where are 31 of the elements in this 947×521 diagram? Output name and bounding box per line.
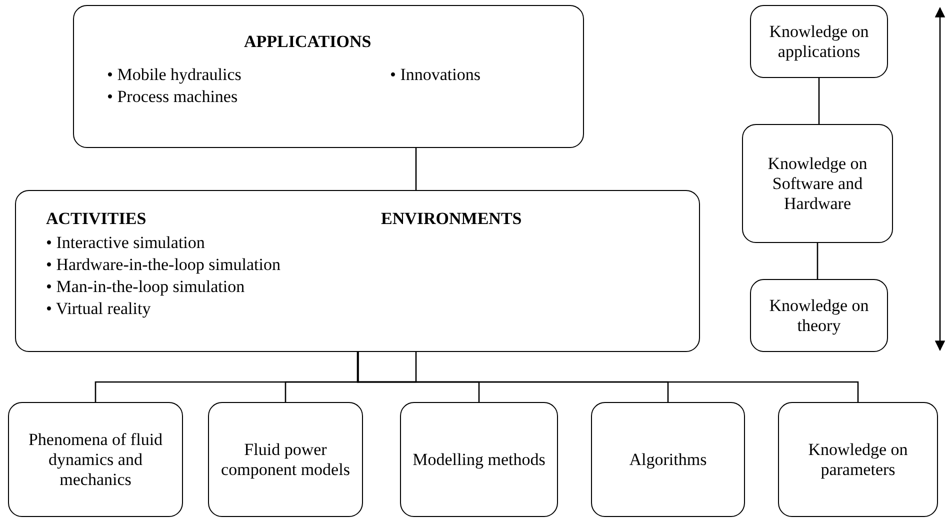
box-label: Algorithms [629,450,707,470]
connector-line [816,243,818,279]
connector-line [357,352,859,402]
list-item: • Virtual reality [46,299,151,319]
text-box [742,124,893,243]
text-box [750,279,888,352]
text-box [400,402,558,517]
box-label: Knowledge on parameters [807,440,909,480]
list-item: • Process machines [107,87,238,107]
text-box [73,5,584,148]
box-label: Modelling methods [412,450,546,470]
text-box [750,5,888,78]
box-label: Knowledge on Software and Hardware [766,154,868,214]
section-heading: ENVIRONMENTS [381,209,522,229]
section-heading: ACTIVITIES [46,209,146,229]
text-box [778,402,938,517]
text-box [15,190,700,352]
box-label: Phenomena of fluid dynamics and mechanics [27,430,164,490]
box-label: Knowledge on applications [768,22,870,62]
text-box [591,402,745,517]
box-label: Knowledge on theory [768,296,870,336]
list-item: • Hardware-in-the-loop simulation [46,255,280,275]
list-item: • Interactive simulation [46,233,205,253]
box-label: Fluid power component models [220,440,351,480]
list-item: • Mobile hydraulics [107,65,242,85]
list-item: • Innovations [390,65,480,85]
text-box [8,402,183,517]
section-heading: APPLICATIONS [244,32,372,52]
connector-line [818,78,820,124]
list-item: • Man-in-the-loop simulation [46,277,245,297]
text-box [208,402,363,517]
